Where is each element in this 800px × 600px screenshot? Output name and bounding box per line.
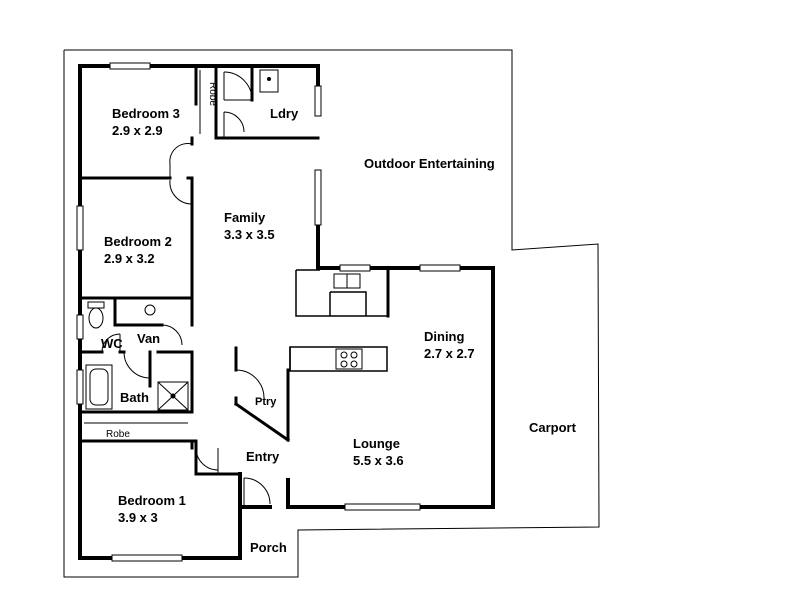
laundry-trough: [259, 69, 279, 93]
lounge-size: 5.5 x 3.6: [353, 453, 404, 468]
dining-size: 2.7 x 2.7: [424, 346, 475, 361]
bedroom1-name: Bedroom 1: [118, 493, 186, 508]
bedroom3-name: Bedroom 3: [112, 106, 180, 121]
windows: [76, 62, 461, 562]
dining-name: Dining: [424, 329, 464, 344]
cooktop: [335, 348, 363, 370]
bedroom2-name: Bedroom 2: [104, 234, 172, 249]
robe-b1-label: Robe: [106, 429, 130, 440]
fixtures: [85, 69, 363, 411]
carport-label: Carport: [529, 420, 577, 435]
exterior-walls: [78, 64, 495, 560]
bedroom3-size: 2.9 x 2.9: [112, 123, 163, 138]
shower: [157, 381, 189, 411]
bedroom1-size: 3.9 x 3: [118, 510, 158, 525]
kitchen-benches: [289, 269, 388, 372]
pantry-label: Ptry: [255, 396, 277, 408]
robe-b3-label: Robe: [207, 82, 218, 106]
vanity-basin: [144, 304, 156, 316]
lounge-name: Lounge: [353, 436, 400, 451]
entry-label: Entry: [246, 449, 280, 464]
outdoor-label: Outdoor Entertaining: [364, 156, 495, 171]
bath-label: Bath: [120, 390, 149, 405]
wc-label: WC: [101, 336, 123, 351]
family-name: Family: [224, 210, 266, 225]
family-size: 3.3 x 3.5: [224, 227, 275, 242]
interior-walls: [78, 64, 390, 476]
porch-label: Porch: [250, 540, 287, 555]
toilet-bowl: [88, 307, 104, 329]
toilet-cistern: [87, 301, 105, 309]
bedroom2-size: 2.9 x 3.2: [104, 251, 155, 266]
laundry-label: Ldry: [270, 106, 299, 121]
bathtub: [85, 364, 113, 410]
door-swings: [84, 70, 271, 507]
vanity-label: Van: [137, 331, 160, 346]
site-boundary: [63, 49, 600, 578]
